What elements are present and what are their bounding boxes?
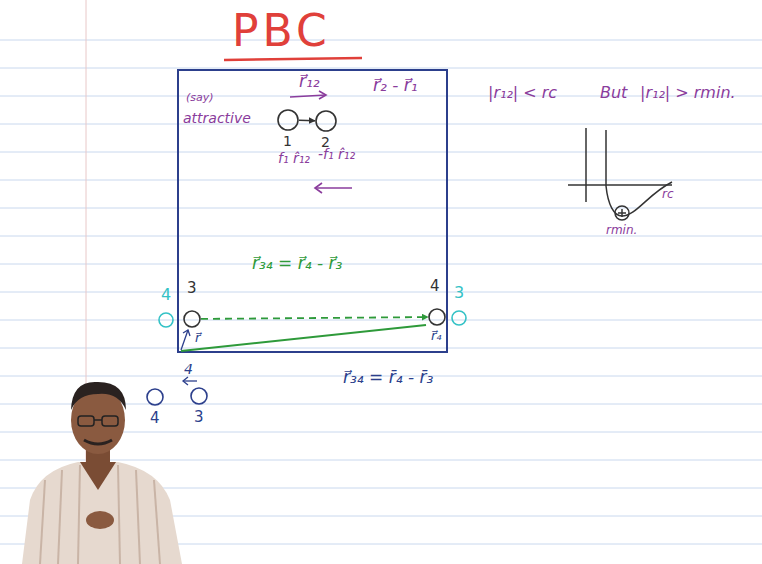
- annotation: attractive: [183, 110, 251, 126]
- force-arrow: [315, 183, 352, 193]
- image-arrow: [183, 377, 197, 385]
- annotation: rmin.: [606, 224, 637, 238]
- connector-arrow: [201, 317, 428, 319]
- particle-circle: 3: [451, 310, 467, 326]
- annotation: r⃗₄: [431, 329, 442, 344]
- particle-circle: 4: [428, 308, 446, 326]
- circle-outline: [190, 387, 208, 405]
- annotation: r⃗₁₂: [299, 72, 320, 92]
- annotation: r⃗: [195, 331, 200, 346]
- circle-outline: [315, 110, 337, 132]
- particle-number: 1: [283, 133, 292, 149]
- connector-arrow: [299, 119, 315, 121]
- vector-arrow: [290, 91, 326, 99]
- title-underline: [224, 58, 362, 60]
- annotation: |r₁₂| > rmin.: [640, 84, 736, 102]
- circle-outline: [146, 388, 164, 406]
- circle-outline: [451, 310, 467, 326]
- potential-graph: [568, 128, 672, 220]
- lecturer-figure: [22, 382, 182, 564]
- particle-number: 3: [194, 409, 204, 426]
- simulation-box: [178, 70, 447, 352]
- position-vector-line: [181, 325, 426, 351]
- particle-number: 3: [187, 280, 197, 297]
- particle-number: 3: [454, 284, 464, 302]
- title: PBC: [232, 6, 331, 57]
- annotation: r⃗₃₄ = r̄₄ - r̄₃: [343, 368, 433, 388]
- particle-number: 4: [161, 286, 171, 304]
- circle-outline: [428, 308, 446, 326]
- particle-circle: 3: [190, 387, 208, 405]
- annotation: r⃗₂ - r⃗₁: [373, 76, 418, 96]
- particle-circle: 2: [315, 110, 337, 132]
- particle-circle: 3: [183, 310, 201, 328]
- circle-outline: [158, 312, 174, 328]
- annotation: rc: [662, 188, 674, 202]
- circle-outline: [277, 109, 299, 131]
- particle-number: 4: [150, 410, 160, 427]
- particle-circle: 4: [146, 388, 164, 406]
- annotation: -f₁ r̂₁₂: [318, 146, 355, 162]
- annotation: |r₁₂| < rc: [488, 84, 557, 102]
- annotation: 4: [184, 361, 193, 377]
- particle-circle: 1: [277, 109, 299, 131]
- annotation: (say): [186, 92, 214, 105]
- annotation: But: [600, 84, 627, 102]
- annotation: r⃗₃₄ = r⃗₄ - r⃗₃: [252, 254, 342, 274]
- particle-number: 4: [430, 278, 440, 295]
- circle-outline: [183, 310, 201, 328]
- particle-circle: 4: [158, 312, 174, 328]
- annotation: f₁ r̂₁₂: [278, 150, 310, 166]
- position-vector: [181, 330, 190, 350]
